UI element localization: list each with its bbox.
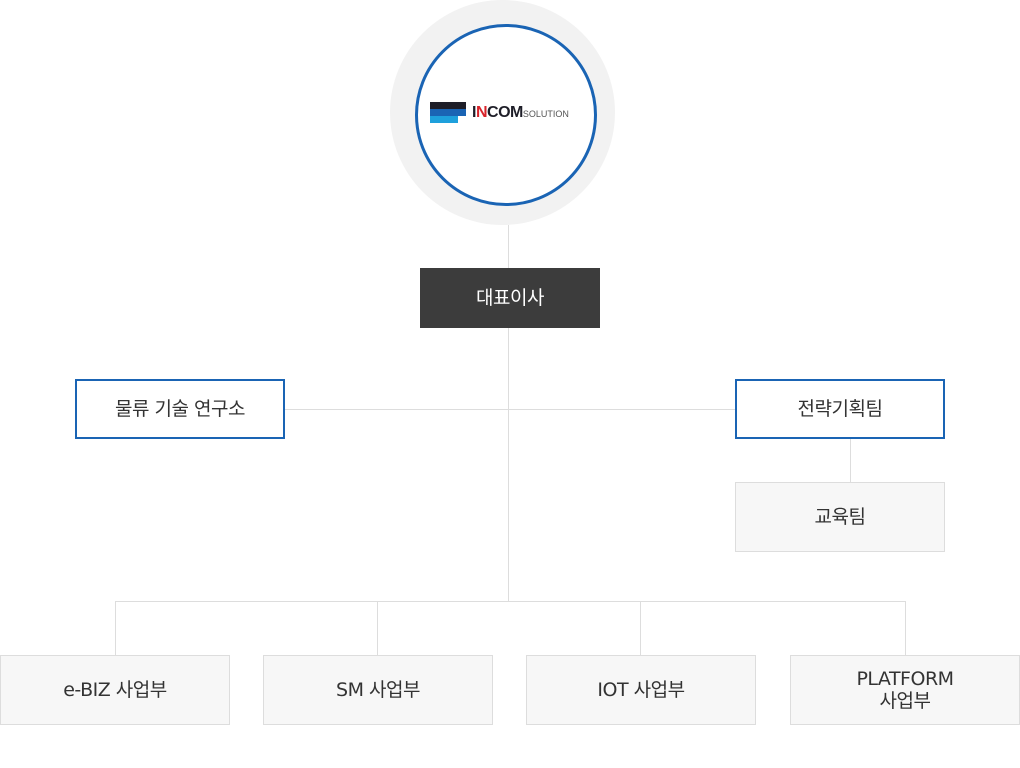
rnd-lab-box: 물류 기술 연구소 [75, 379, 285, 439]
ceo-label: 대표이사 [476, 287, 544, 309]
logo-wordmark: INCOMSOLUTION [472, 104, 569, 123]
division-ebiz-label: e-BIZ 사업부 [63, 679, 167, 701]
division-iot-label: IOT 사업부 [597, 679, 685, 701]
division-platform-label-line1: PLATFORM [856, 668, 954, 690]
connector-drop-iot [640, 601, 641, 655]
connector-logo-ceo [508, 225, 509, 268]
connector-trunk [508, 328, 509, 601]
connector-strategy-education [850, 438, 851, 482]
division-platform-box: PLATFORM 사업부 [790, 655, 1020, 725]
logo-mark-bar-bottom [430, 116, 458, 123]
rnd-lab-label: 물류 기술 연구소 [115, 398, 245, 420]
strategy-team-label: 전략기획팀 [797, 398, 883, 420]
logo-brand-lead: I [472, 104, 476, 121]
division-iot-box: IOT 사업부 [526, 655, 756, 725]
connector-divisions-horizontal [115, 601, 906, 602]
strategy-team-box: 전략기획팀 [735, 379, 945, 439]
connector-drop-ebiz [115, 601, 116, 655]
division-ebiz-box: e-BIZ 사업부 [0, 655, 230, 725]
education-team-box: 교육팀 [735, 482, 945, 552]
logo-brand-rest: COM [487, 104, 523, 121]
logo-mark-bar-middle [430, 109, 466, 116]
company-logo: INCOMSOLUTION [430, 100, 590, 126]
ceo-box: 대표이사 [420, 268, 600, 328]
division-sm-box: SM 사업부 [263, 655, 493, 725]
connector-staff-horizontal [285, 409, 735, 410]
education-team-label: 교육팀 [814, 506, 866, 528]
connector-drop-platform [905, 601, 906, 655]
division-platform-label-line2: 사업부 [879, 690, 931, 712]
logo-mark-bar-top [430, 102, 466, 109]
logo-suffix: SOLUTION [522, 109, 569, 119]
connector-drop-sm [377, 601, 378, 655]
logo-brand-accent: N [475, 104, 488, 121]
division-sm-label: SM 사업부 [336, 679, 420, 701]
